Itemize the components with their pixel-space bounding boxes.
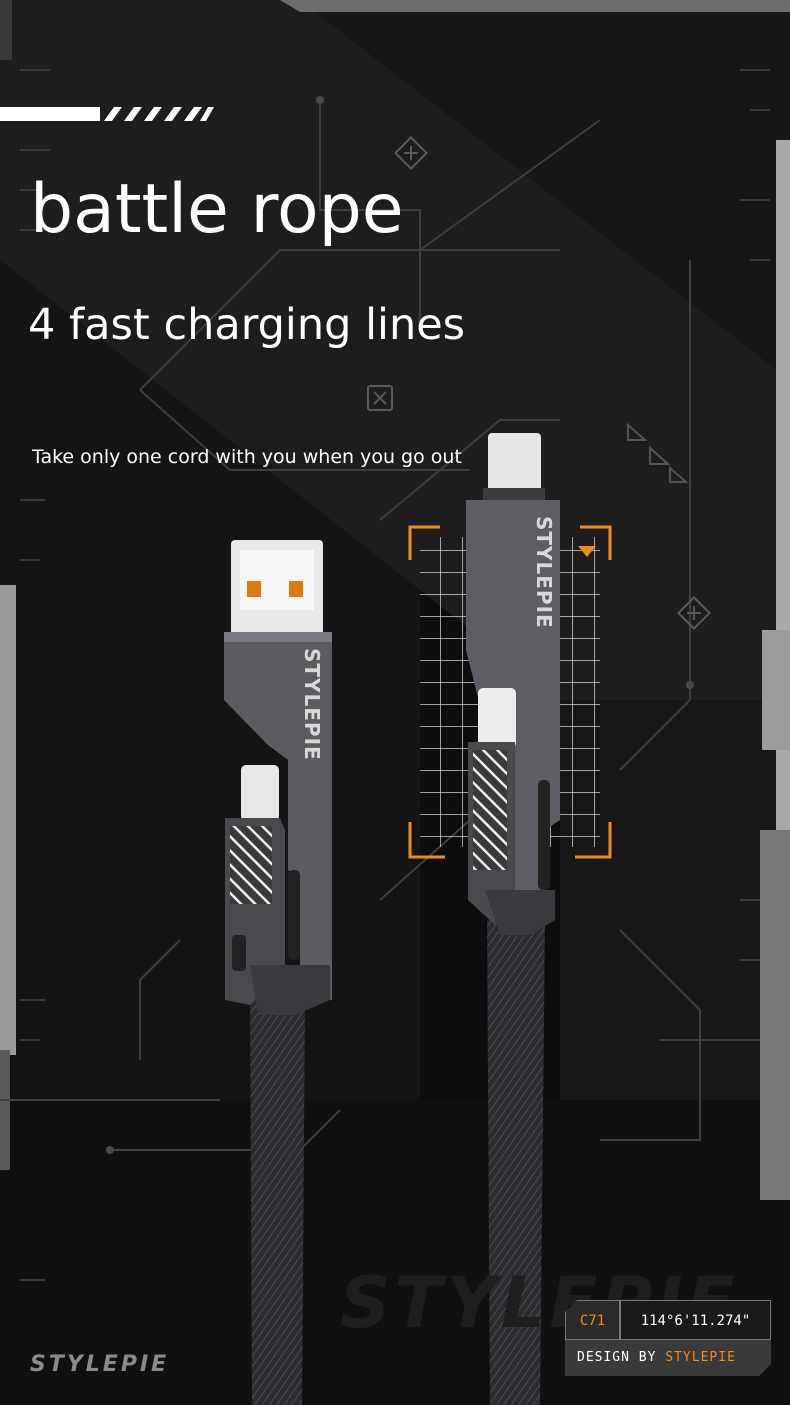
tagline: Take only one cord with you when you go … bbox=[32, 446, 462, 468]
lightning-cable-icon bbox=[466, 433, 560, 1405]
design-by-label: DESIGN BY STYLEPIE bbox=[565, 1340, 771, 1376]
info-card-top-row: C71 114°6'11.274" bbox=[565, 1300, 771, 1340]
model-code: C71 bbox=[565, 1300, 620, 1340]
design-by-brand: STYLEPIE bbox=[665, 1350, 736, 1365]
cable-brand-label-right: STYLEPIE bbox=[532, 516, 556, 629]
usb-a-cable-icon bbox=[224, 540, 332, 1405]
subheadline: 4 fast charging lines bbox=[28, 300, 466, 350]
headline: battle rope bbox=[30, 170, 404, 249]
coordinates-readout: 114°6'11.274" bbox=[620, 1300, 771, 1340]
design-by-prefix: DESIGN BY bbox=[577, 1350, 666, 1365]
cable-brand-label-left: STYLEPIE bbox=[300, 648, 324, 761]
brand-logo: STYLEPIE bbox=[30, 1352, 170, 1377]
design-info-card: C71 114°6'11.274" DESIGN BY STYLEPIE bbox=[565, 1300, 771, 1376]
